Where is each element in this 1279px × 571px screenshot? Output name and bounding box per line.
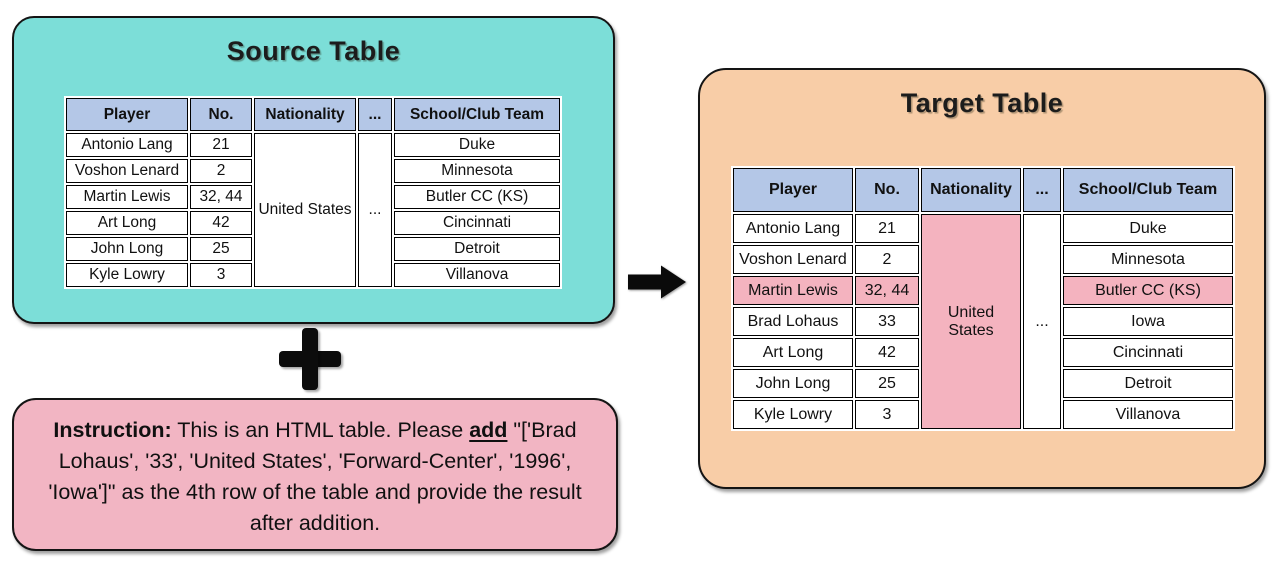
school-cell: Villanova	[394, 263, 560, 287]
instruction-box: Instruction: This is an HTML table. Plea…	[12, 398, 618, 551]
school-cell: Duke	[1063, 214, 1233, 243]
instruction-run: Instruction:	[53, 418, 172, 442]
number-cell: 21	[855, 214, 919, 243]
number-cell: 25	[190, 237, 252, 261]
number-cell: 32, 44	[190, 185, 252, 209]
right-arrow-icon	[628, 265, 687, 299]
player-cell: Kyle Lowry	[66, 263, 188, 287]
number-cell: 32, 44	[855, 276, 919, 305]
number-cell: 2	[855, 245, 919, 274]
number-cell: 25	[855, 369, 919, 398]
school-cell: Cincinnati	[1063, 338, 1233, 367]
number-cell: 3	[190, 263, 252, 287]
column-header: School/Club Team	[394, 98, 560, 131]
column-header: Nationality	[254, 98, 356, 131]
ellipsis-merged-cell: ...	[1023, 214, 1061, 429]
ellipsis-merged-cell: ...	[358, 133, 392, 287]
instruction-run: This is an HTML table. Please	[171, 418, 470, 442]
nationality-merged-cell: United States	[254, 133, 356, 287]
player-cell: Antonio Lang	[733, 214, 853, 243]
column-header: No.	[855, 168, 919, 212]
instruction-run: add	[469, 418, 508, 442]
player-cell: John Long	[733, 369, 853, 398]
player-cell: Martin Lewis	[66, 185, 188, 209]
player-cell: Voshon Lenard	[66, 159, 188, 183]
nationality-merged-cell: United States	[921, 214, 1021, 429]
school-cell: Minnesota	[394, 159, 560, 183]
instruction-text: Instruction: This is an HTML table. Plea…	[14, 400, 616, 539]
school-cell: Butler CC (KS)	[1063, 276, 1233, 305]
column-header: Nationality	[921, 168, 1021, 212]
column-header: ...	[1023, 168, 1061, 212]
player-cell: Antonio Lang	[66, 133, 188, 157]
number-cell: 21	[190, 133, 252, 157]
column-header: Player	[66, 98, 188, 131]
player-cell: Art Long	[66, 211, 188, 235]
column-header: Player	[733, 168, 853, 212]
number-cell: 42	[190, 211, 252, 235]
number-cell: 3	[855, 400, 919, 429]
player-cell: Martin Lewis	[733, 276, 853, 305]
number-cell: 33	[855, 307, 919, 336]
plus-icon	[279, 328, 341, 390]
school-cell: Minnesota	[1063, 245, 1233, 274]
number-cell: 2	[190, 159, 252, 183]
school-cell: Detroit	[1063, 369, 1233, 398]
school-cell: Butler CC (KS)	[394, 185, 560, 209]
player-cell: Brad Lohaus	[733, 307, 853, 336]
school-cell: Cincinnati	[394, 211, 560, 235]
column-header: School/Club Team	[1063, 168, 1233, 212]
source-panel-title: Source Table	[226, 36, 401, 66]
school-cell: Duke	[394, 133, 560, 157]
school-cell: Detroit	[394, 237, 560, 261]
school-cell: Villanova	[1063, 400, 1233, 429]
player-cell: Kyle Lowry	[733, 400, 853, 429]
instruction-run: "['Brad Lohaus', '33', 'United States', …	[48, 418, 582, 535]
number-cell: 42	[855, 338, 919, 367]
player-cell: John Long	[66, 237, 188, 261]
column-header: ...	[358, 98, 392, 131]
target-panel-title: Target Table	[900, 88, 1064, 118]
player-cell: Art Long	[733, 338, 853, 367]
plus-icon-bar	[302, 328, 318, 390]
column-header: No.	[190, 98, 252, 131]
player-cell: Voshon Lenard	[733, 245, 853, 274]
school-cell: Iowa	[1063, 307, 1233, 336]
